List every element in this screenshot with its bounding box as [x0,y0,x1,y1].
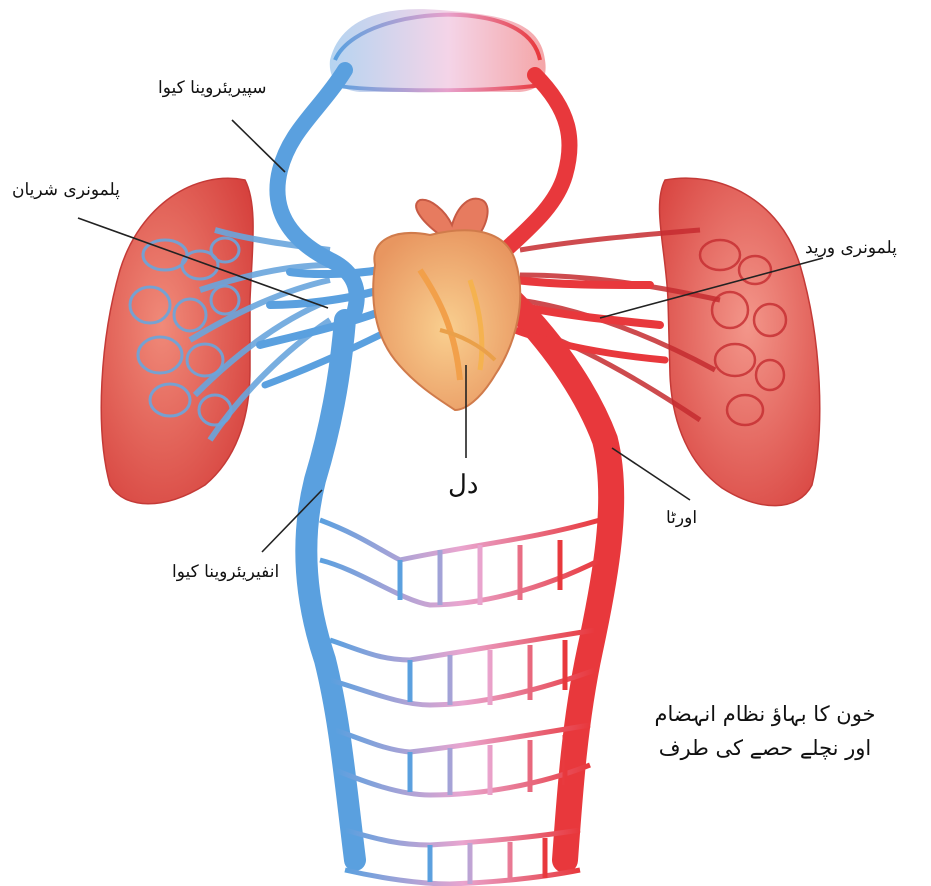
capillary-bed-4 [345,830,580,884]
label-superior-vena-cava: سپیریئروینا کیوا [158,78,267,98]
caption-line-2: اور نچلے حصے کی طرف [650,732,880,766]
label-pulmonary-artery: پلمونری شریان [12,180,120,200]
caption-block: خون کا بہاؤ نظام انہضام اور نچلے حصے کی … [650,698,880,765]
heart-illustration [373,199,520,410]
capillary-bed-3 [335,725,590,795]
capillary-bed-2 [330,630,595,705]
caption-line-1: خون کا بہاؤ نظام انہضام [650,698,880,732]
aortic-arch [495,75,570,260]
label-pulmonary-vein: پلمونری ورید [805,238,897,258]
capillary-bed-1 [320,520,600,605]
leader-superior-vena-cava [232,120,285,172]
label-heart: دل [448,470,478,501]
label-aorta: اورٹا [666,508,697,528]
inferior-vena-cava [306,320,355,860]
label-inferior-vena-cava: انفیریئروینا کیوا [172,562,279,582]
head-capillary-bed [330,9,546,92]
pulmonary-artery-vessel [290,270,380,274]
